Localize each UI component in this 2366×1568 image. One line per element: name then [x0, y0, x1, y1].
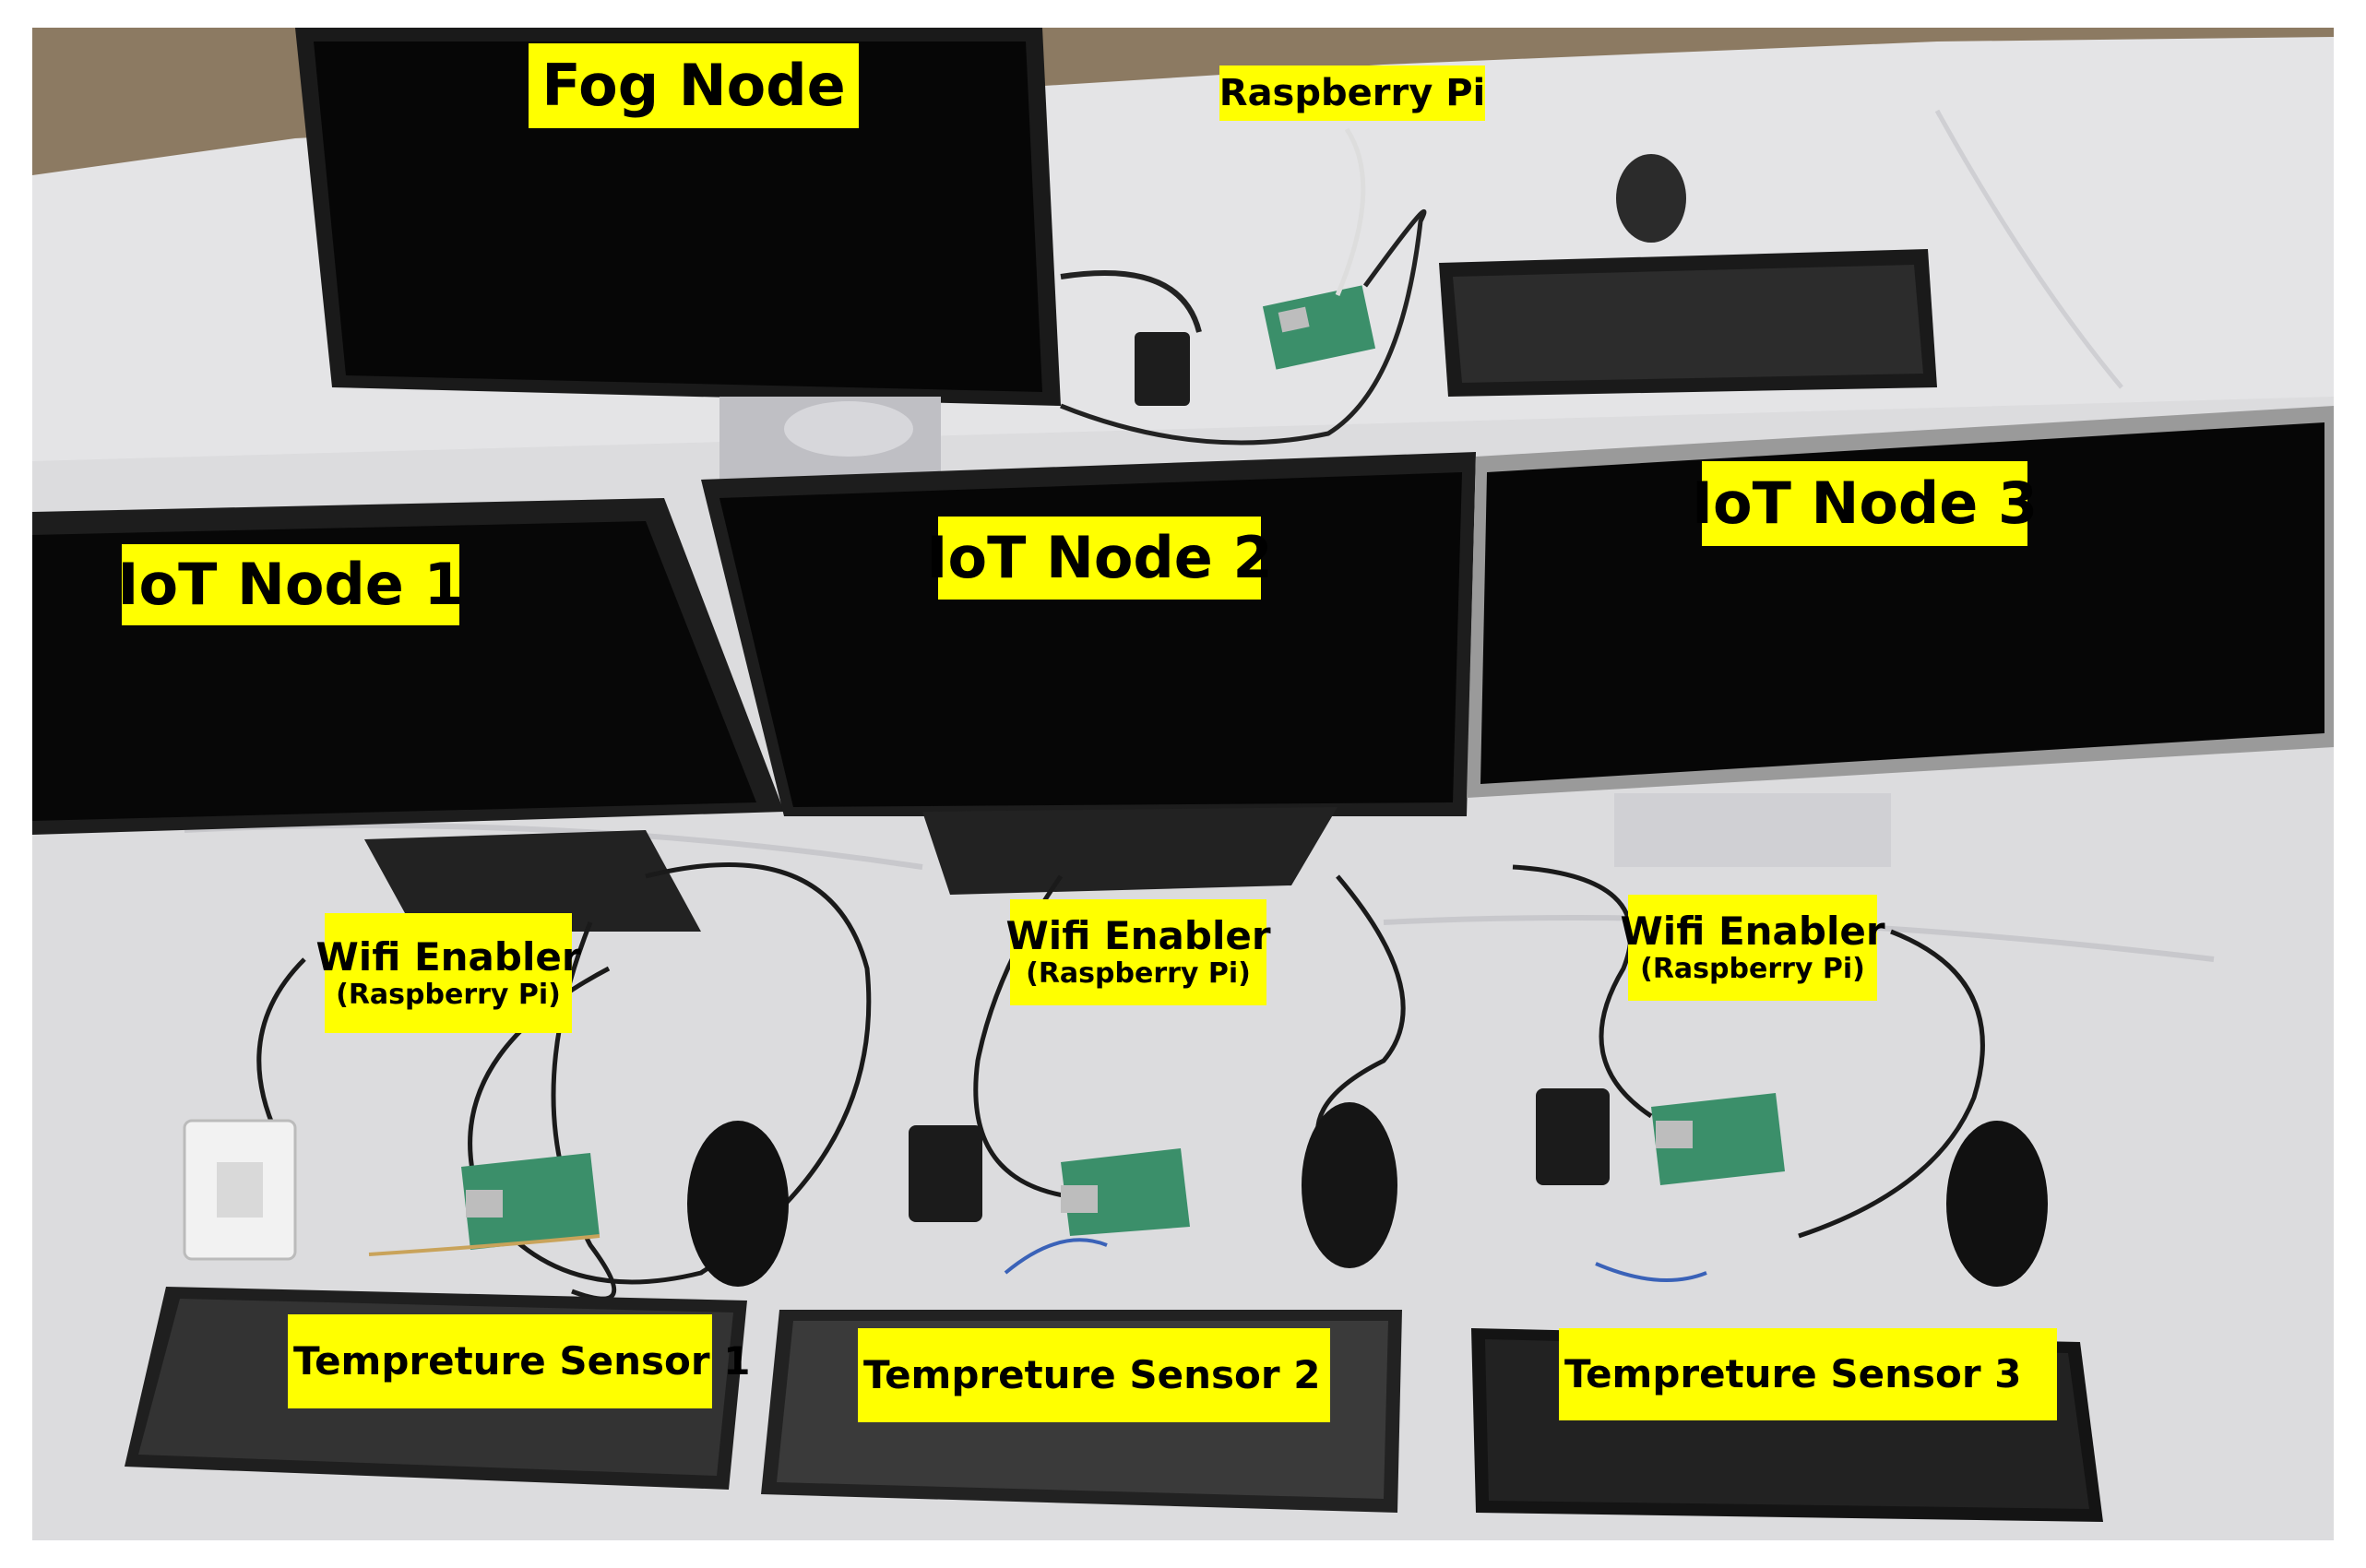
iot-node-3-label: IoT Node 3: [1692, 461, 2038, 546]
fog-node-label: Fog Node: [529, 43, 859, 128]
temperature-sensor-2-label: Tempreture Sensor 2: [858, 1328, 1330, 1422]
raspberry-pi-board-icon: [461, 1153, 600, 1250]
temperature-sensor-3-label: Tempreture Sensor 3: [1559, 1328, 2057, 1420]
wifi-enabler-3-subtitle: (Raspberry Pi): [1640, 953, 1865, 986]
raspberry-pi-board-icon: [1651, 1093, 1785, 1185]
mouse-icon: [1302, 1102, 1397, 1268]
wifi-enabler-1-subtitle: (Raspberry Pi): [336, 978, 561, 1011]
power-adapter-icon: [1536, 1088, 1610, 1185]
iot-node-2-monitor-icon: [701, 452, 1476, 895]
iot-node-1-label: IoT Node 1: [117, 544, 464, 625]
power-adapter-icon: [909, 1125, 982, 1222]
raspberry-pi-label: Raspberry Pi: [1219, 65, 1485, 121]
wifi-enabler-2-subtitle: (Raspberry Pi): [1026, 957, 1251, 991]
temperature-sensor-1-label: Tempreture Sensor 1: [288, 1314, 750, 1408]
power-adapter-icon: [1135, 332, 1190, 406]
raspberry-pi-board-icon: [1262, 285, 1376, 370]
iot-node-2-label: IoT Node 2: [926, 517, 1273, 600]
wifi-enabler-2-title: Wifi Enabler: [1005, 913, 1271, 959]
mouse-icon: [1616, 154, 1686, 243]
wifi-enabler-2-label: Wifi Enabler (Raspberry Pi): [1005, 899, 1271, 1005]
iot-node-3-monitor-icon: [1467, 406, 2334, 867]
fog-node-monitor-icon: [295, 28, 1061, 480]
wifi-enabler-1-title: Wifi Enabler: [315, 933, 581, 980]
wifi-enabler-1-label: Wifi Enabler (Raspberry Pi): [315, 913, 581, 1033]
wifi-enabler-3-label: Wifi Enabler (Raspberry Pi): [1620, 895, 1885, 1001]
mouse-icon: [687, 1121, 789, 1287]
keyboard-icon: [1439, 249, 1937, 397]
wifi-enabler-3-title: Wifi Enabler: [1620, 909, 1885, 955]
mouse-icon: [1946, 1121, 2048, 1287]
raspberry-pi-board-icon: [1061, 1148, 1190, 1236]
